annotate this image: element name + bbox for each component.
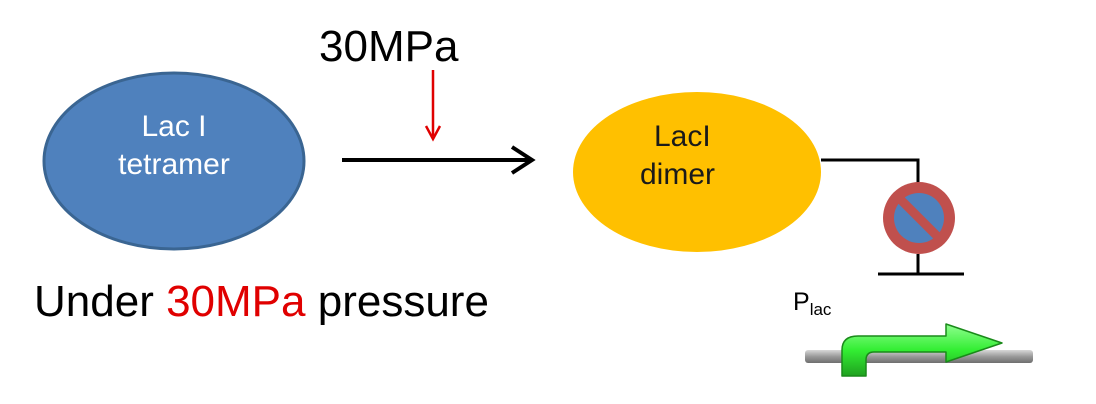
reaction-arrow — [342, 145, 536, 175]
promoter-label-base: P — [793, 288, 810, 316]
caption-suffix: pressure — [305, 277, 489, 326]
dimer-label: LacI dimer — [640, 118, 715, 194]
dimer-label-line2: dimer — [640, 158, 716, 191]
caption-highlight: 30MPa — [166, 277, 306, 326]
tetramer-node — [42, 71, 306, 251]
promoter-label: Plac — [793, 288, 831, 320]
tetramer-label-line1: Lac I — [141, 110, 207, 143]
transcription-arrow-icon — [841, 323, 1003, 377]
no-entry-icon — [883, 182, 955, 254]
pressure-label: 30MPa — [319, 22, 459, 71]
dimer-node — [573, 92, 821, 252]
pressure-caption: Under 30MPa pressure — [34, 277, 489, 327]
dimer-operator-connector — [821, 158, 920, 188]
dimer-label-line1: LacI — [654, 120, 711, 153]
promoter-site-marker — [878, 254, 964, 276]
tetramer-label-line2: tetramer — [118, 148, 230, 181]
caption-prefix: Under — [34, 277, 167, 326]
pressure-arrow — [424, 70, 442, 142]
tetramer-label: Lac I tetramer — [84, 108, 264, 184]
promoter-label-sub: lac — [809, 300, 832, 319]
